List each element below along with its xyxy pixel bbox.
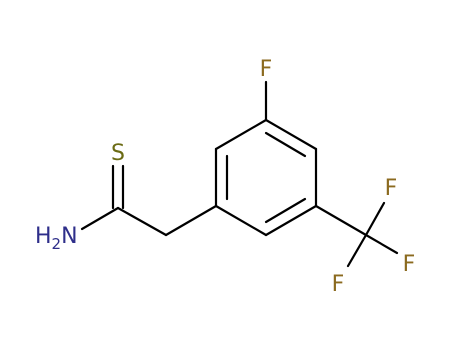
cf3-f-bond [364,233,399,255]
ch2-bond [164,204,218,237]
atom-label-sulfur: S [111,141,125,166]
cf3-f-bond [346,233,368,268]
ring-double-bond [264,131,307,158]
atom-label-fluorine-cf3-upper: F [385,176,398,201]
atom-label-fluorine-top: F [260,57,273,82]
amine-subscript: 2 [52,235,62,253]
c-n-bond [80,206,120,231]
ring-bond [264,118,318,151]
atom-label-fluorine-cf3-right: F [403,252,416,277]
amine-hydrogen: H [35,224,52,249]
atom-label-fluorine-cf3-lower: F [332,272,345,297]
ring-bond [264,204,318,237]
bonds [80,80,399,268]
ring-bond [214,118,268,151]
atom-label-amine: H2N [35,224,78,253]
c-cf3-bond [314,204,368,237]
c-c-bond [116,206,168,237]
ring-bond [214,204,268,237]
cf3-f-bond [364,201,386,237]
amine-nitrogen: N [61,224,77,249]
ring-double-bond [264,197,307,224]
